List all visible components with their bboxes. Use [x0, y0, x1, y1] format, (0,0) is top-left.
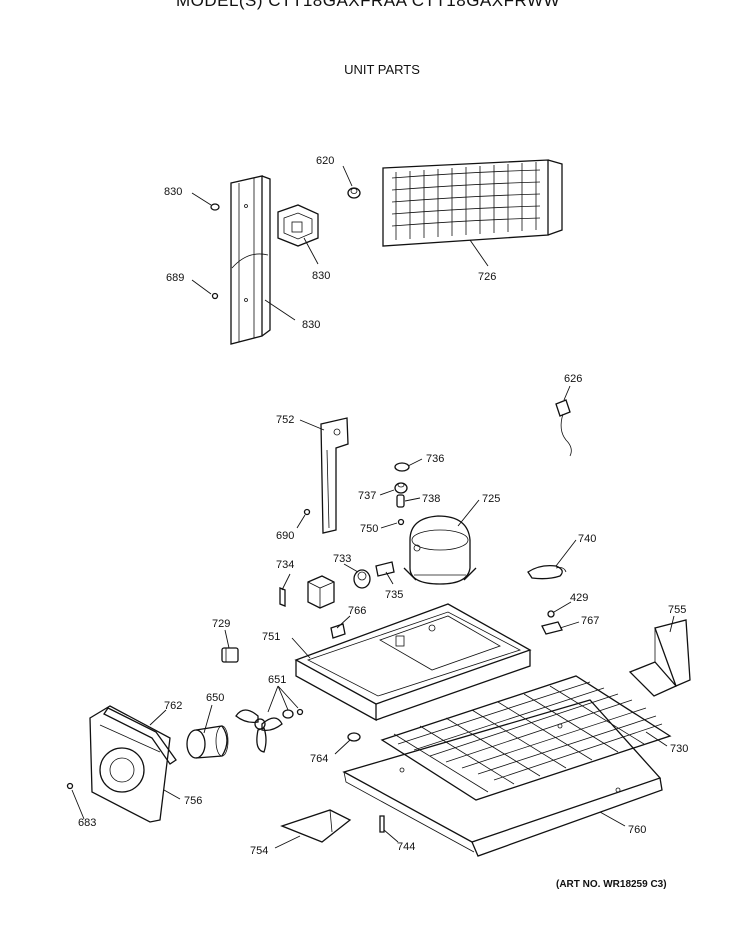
callout-626: 626 [564, 373, 582, 385]
part-620-grommet [347, 187, 361, 199]
callout-755: 755 [668, 604, 686, 616]
callout-726: 726 [478, 271, 496, 283]
part-751-base-pan [294, 603, 532, 722]
callout-830: 830 [312, 270, 330, 282]
callout-752: 752 [276, 414, 294, 426]
part-690-screw [303, 508, 311, 516]
part-729-relay [221, 647, 239, 663]
part-740-relay [527, 564, 567, 580]
callout-740: 740 [578, 533, 596, 545]
part-651-clip [282, 708, 304, 719]
part-730-condenser [380, 675, 672, 801]
part-756-fan-shroud [89, 705, 171, 823]
callout-729: 729 [212, 618, 230, 630]
callout-735: 735 [385, 589, 403, 601]
callout-690: 690 [276, 530, 294, 542]
callout-751: 751 [262, 631, 280, 643]
callout-689: 689 [166, 272, 184, 284]
art-number: (ART NO. WR18259 C3) [556, 879, 667, 890]
callout-620: 620 [316, 155, 334, 167]
callout-738: 738 [422, 493, 440, 505]
callout-429: 429 [570, 592, 588, 604]
callout-830: 830 [164, 186, 182, 198]
part-626-cord [555, 399, 572, 457]
callout-764: 764 [310, 753, 328, 765]
callout-737: 737 [358, 490, 376, 502]
callout-734: 734 [276, 559, 294, 571]
callout-767: 767 [581, 615, 599, 627]
callout-754: 754 [250, 845, 268, 857]
part-830-screw [210, 203, 220, 211]
callout-736: 736 [426, 453, 444, 465]
part-689-screw [211, 292, 219, 300]
callout-766: 766 [348, 605, 366, 617]
part-750-screw [397, 518, 405, 526]
callout-730: 730 [670, 743, 688, 755]
part-429-screw [547, 610, 555, 618]
part-767-clamp [541, 621, 563, 635]
part-752-bracket [320, 417, 349, 534]
part-754-duct [280, 809, 352, 843]
part-764-screw [347, 732, 361, 742]
callout-683: 683 [78, 817, 96, 829]
callout-830: 830 [302, 319, 320, 331]
callout-750: 750 [360, 523, 378, 535]
part-737-grommet [394, 482, 408, 494]
callout-744: 744 [397, 841, 415, 853]
part-830-bracket [277, 204, 319, 247]
model-heading: MODEL(S) CTT18GAXFRAA CTT18GAXFRWW [175, 0, 561, 10]
leader-lines [71, 165, 675, 849]
part-736-clip [394, 462, 410, 472]
callout-760: 760 [628, 824, 646, 836]
callout-756: 756 [184, 795, 202, 807]
callout-651: 651 [268, 674, 286, 686]
part-755-bracket [628, 619, 691, 697]
callout-733: 733 [333, 553, 351, 565]
part-734-relay-cover [279, 575, 335, 609]
callout-762: 762 [164, 700, 182, 712]
part-733-capacitor [353, 569, 371, 589]
part-738-sleeve [396, 494, 405, 508]
callout-labels: 830 620 689 830 726 830 626 752 736 737 … [78, 155, 688, 857]
part-744-clip [379, 815, 385, 833]
part-726-evaporator [382, 159, 563, 247]
part-766-clip [330, 623, 346, 639]
part-683-screw [66, 782, 74, 790]
section-title: UNIT PARTS [344, 62, 420, 77]
callout-725: 725 [482, 493, 500, 505]
part-650-fan-motor [186, 725, 229, 759]
part-830-channel [230, 175, 271, 345]
part-725-compressor [403, 515, 477, 585]
part-651-fan-blade [235, 709, 283, 753]
part-762-seal [103, 707, 177, 765]
part-760-drain-pan [342, 699, 663, 857]
callout-650: 650 [206, 692, 224, 704]
part-735-clip [375, 561, 395, 577]
